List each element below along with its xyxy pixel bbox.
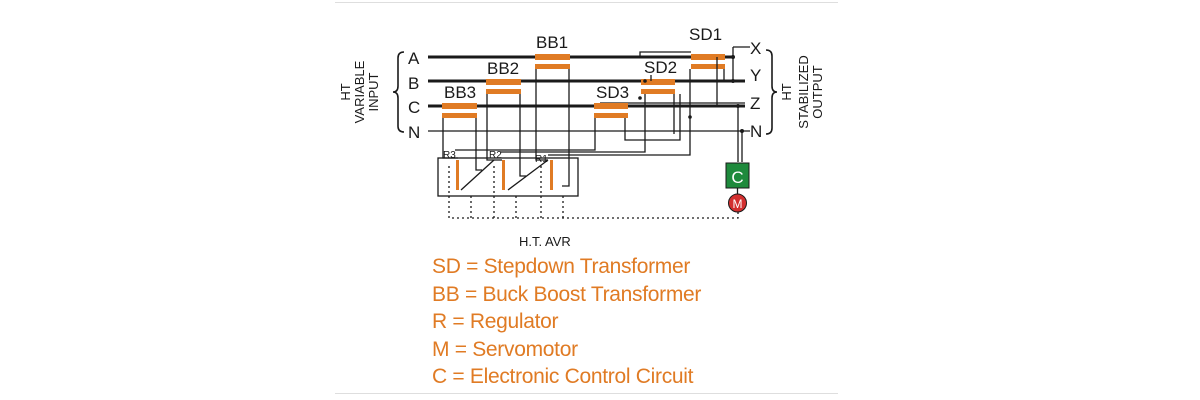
output-label-ht: HT bbox=[779, 83, 794, 100]
r3-coil bbox=[456, 160, 459, 190]
bb1-label: BB1 bbox=[536, 33, 568, 52]
input-label-input: INPUT bbox=[366, 72, 381, 111]
bottom-divider bbox=[335, 393, 838, 394]
bb3-label: BB3 bbox=[444, 83, 476, 102]
r3-label: R3 bbox=[443, 150, 456, 161]
input-brace bbox=[392, 51, 405, 133]
output-brace bbox=[765, 49, 778, 135]
sd2-primary-winding bbox=[641, 79, 675, 85]
servomotor-label: M bbox=[733, 197, 743, 211]
legend-item-sd: SD = Stepdown Transformer bbox=[432, 255, 691, 278]
legend-item-bb: BB = Buck Boost Transformer bbox=[432, 282, 702, 306]
phase-label-z: Z bbox=[750, 94, 760, 113]
legend: SD = Stepdown Transformer BB = Buck Boos… bbox=[432, 253, 701, 391]
sd2-secondary-winding bbox=[641, 89, 675, 94]
sd3-label: SD3 bbox=[596, 83, 629, 102]
r2-coil bbox=[502, 160, 505, 190]
r1-label: R1 bbox=[535, 154, 548, 165]
input-label-variable: VARIABLE bbox=[352, 60, 367, 123]
bb3-secondary-winding bbox=[442, 113, 477, 118]
sd2-label: SD2 bbox=[644, 58, 677, 77]
sd3-secondary-winding bbox=[594, 113, 628, 118]
buck-boost-transformers: BB1 BB2 BB3 bbox=[442, 33, 570, 118]
control-circuit-label: C bbox=[731, 168, 743, 187]
input-label-ht: HT bbox=[338, 83, 353, 100]
phase-label-c: C bbox=[408, 98, 420, 117]
servo-linkage bbox=[448, 166, 739, 219]
diagram-caption: H.T. AVR bbox=[519, 234, 571, 249]
stepdown-transformers: SD1 SD2 SD3 bbox=[594, 25, 725, 118]
phase-label-b: B bbox=[408, 74, 419, 93]
r2-label: R2 bbox=[489, 150, 502, 161]
phase-label-y: Y bbox=[750, 66, 761, 85]
bb1-primary-winding bbox=[535, 54, 570, 60]
sd1-primary-winding bbox=[691, 54, 725, 60]
legend-item-c: C = Electronic Control Circuit bbox=[432, 365, 694, 388]
output-group-label: HT STABILIZED OUTPUT bbox=[779, 55, 825, 128]
output-label-stabilized: STABILIZED bbox=[796, 55, 811, 128]
output-label-output: OUTPUT bbox=[810, 65, 825, 119]
regulators: R3 R2 R1 bbox=[443, 150, 553, 190]
bb1-secondary-winding bbox=[535, 64, 570, 69]
phase-label-n-in: N bbox=[408, 123, 420, 142]
servomotor bbox=[728, 193, 747, 213]
sd3-primary-winding bbox=[594, 103, 628, 109]
phase-label-n-out: N bbox=[750, 122, 762, 141]
phase-label-a: A bbox=[408, 49, 420, 68]
sd1-secondary-winding bbox=[691, 64, 725, 69]
circuit-wiring bbox=[437, 51, 743, 197]
top-divider bbox=[335, 2, 838, 3]
legend-item-r: R = Regulator bbox=[432, 310, 559, 333]
bb3-primary-winding bbox=[442, 103, 477, 109]
phase-label-x: X bbox=[750, 39, 761, 58]
r1-coil bbox=[550, 160, 553, 190]
bb2-primary-winding bbox=[486, 79, 521, 85]
bb2-secondary-winding bbox=[486, 89, 521, 94]
bb2-label: BB2 bbox=[487, 59, 519, 78]
junction-dots bbox=[638, 55, 744, 133]
input-group-label: HT VARIABLE INPUT bbox=[338, 60, 381, 123]
legend-item-m: M = Servomotor bbox=[432, 337, 578, 361]
sd1-label: SD1 bbox=[689, 25, 722, 44]
